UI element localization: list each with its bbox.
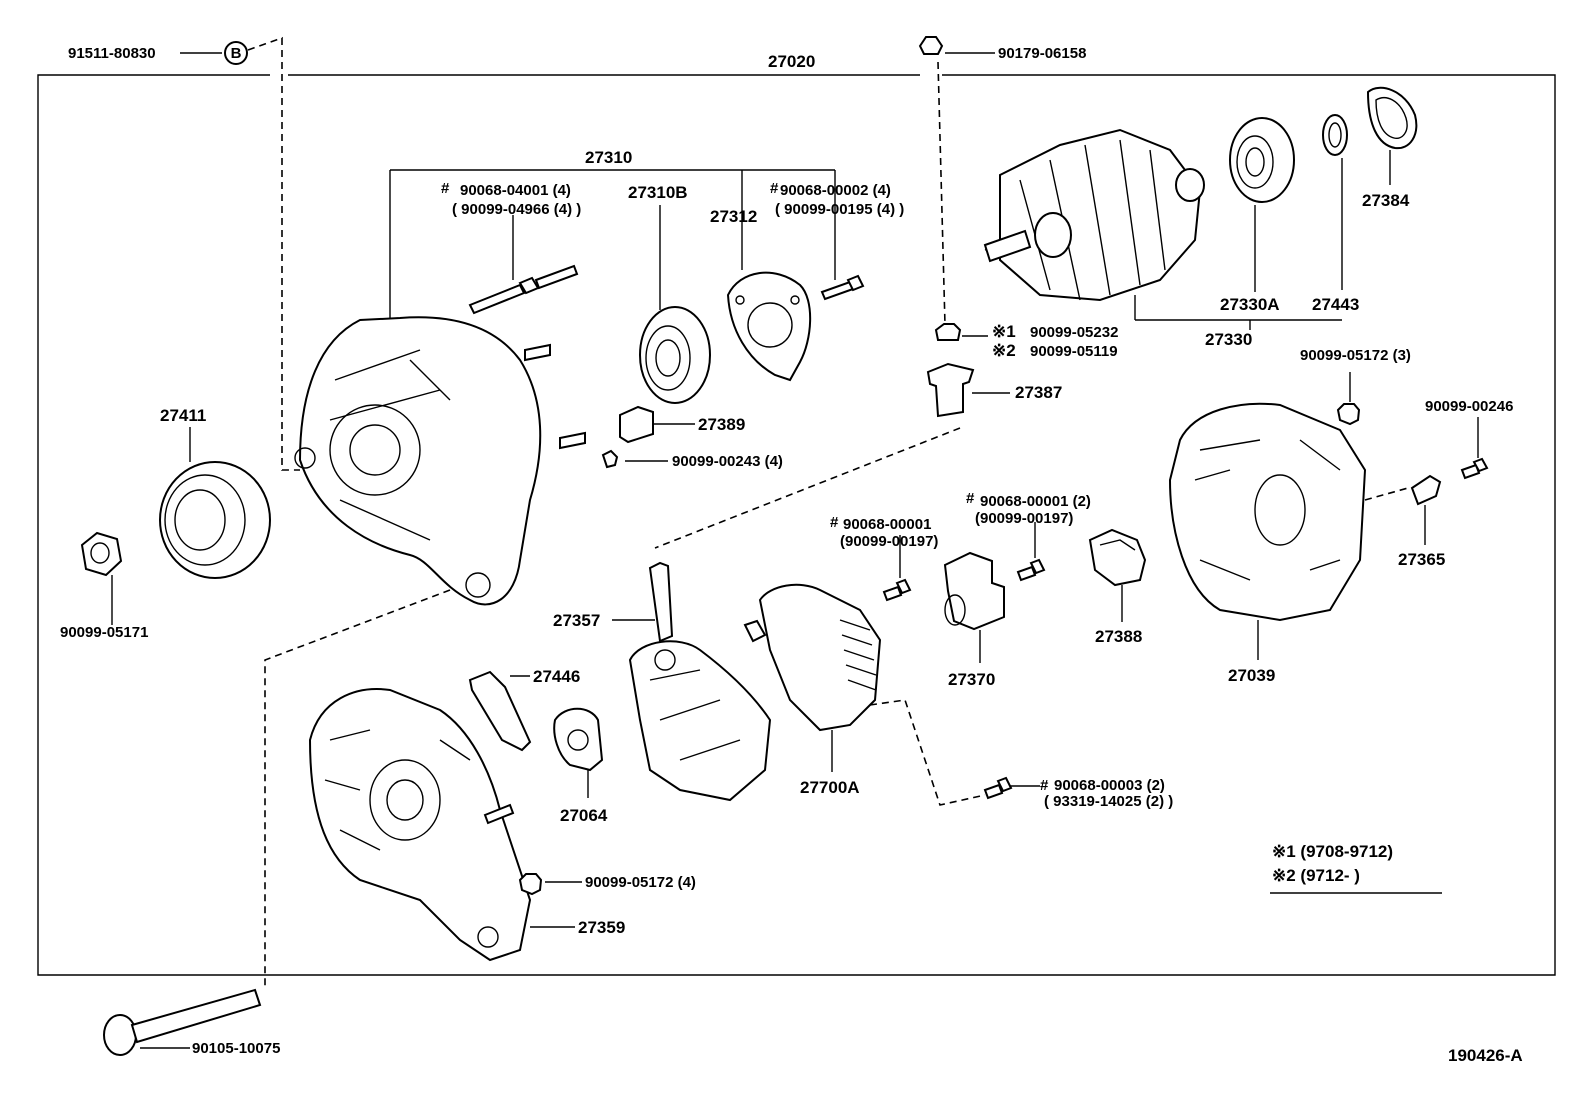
spacer-part-number: 27443 <box>1312 295 1359 314</box>
through-bolt-part-number: 90105-10075 <box>192 1040 280 1057</box>
retainer-screw <box>820 274 865 301</box>
screw-00243: 90099-00243 (4) <box>601 449 783 470</box>
brush-cover-27388: 27388 <box>1088 528 1147 646</box>
bearing-b-part-number: 27310B <box>628 183 688 202</box>
frame-assy-bracket: 27310 <box>389 148 836 325</box>
terminal-insulator-27387: 27387 <box>926 362 1062 418</box>
terminal-nut: ※1 90099-05232 ※2 90099-05119 <box>934 322 1118 360</box>
insulator-part-number: 27389 <box>698 415 745 434</box>
insulator-27389: 27389 <box>619 405 745 444</box>
stud-part-number: 90068-04001 (4) <box>460 182 571 199</box>
brush-holder-27370: 27370 <box>943 551 1005 689</box>
screw-00246-part-number: 90099-00246 <box>1425 398 1513 415</box>
nut-05172-4: 90099-05172 (4) <box>518 873 696 896</box>
screw-d-alt-part-number: (90099-00197) <box>975 510 1073 527</box>
regulator-27700a: 27700A <box>743 583 882 797</box>
pulley-nut-part-number: 90099-05171 <box>60 624 148 641</box>
nut-05119-part-number: 90099-05119 <box>1030 343 1118 360</box>
retainer-part-number: 27312 <box>710 207 757 226</box>
screw-hash-mark: # <box>770 180 779 197</box>
nut-05172-3: 90099-05172 (3) <box>1300 347 1411 426</box>
assembly-part-number: 27020 <box>768 52 815 71</box>
screw-c-hash-mark: # <box>830 514 839 531</box>
bolt-b-part-number: 91511-80830 <box>68 45 156 62</box>
diagram-id: 190426-A <box>1448 1046 1523 1065</box>
cover-plate-27384: 27384 <box>1362 86 1418 210</box>
screw-d-hash-mark: # <box>966 490 975 507</box>
seal-27446: 27446 <box>468 667 580 752</box>
nut-05172-4-part-number: 90099-05172 (4) <box>585 874 696 891</box>
frame-assy-part-number: 27310 <box>585 148 632 167</box>
top-nut-part-number: 90179-06158 <box>998 45 1086 62</box>
through-bolt-dashed-lines <box>247 36 1409 990</box>
brush-holder-part-number: 27370 <box>948 670 995 689</box>
drive-frame-27359: 27359 <box>308 688 625 962</box>
pulley-part-number: 27411 <box>160 406 206 425</box>
note-1: ※1 (9708-9712) <box>1272 842 1393 861</box>
rotor-bearing: 27330A <box>1220 117 1295 314</box>
rectifier-part-number: 27357 <box>553 611 600 630</box>
top-nut: 90179-06158 <box>918 36 1086 62</box>
rectifier-27357: 27357 <box>553 561 772 802</box>
screw-e-hash-mark: # <box>1040 777 1049 794</box>
screw-c-alt-part-number: (90099-00197) <box>840 533 938 550</box>
spacer-27443: 27443 <box>1312 114 1359 314</box>
retainer-screw-part-number: 90068-00002 (4) <box>780 182 891 199</box>
nut-mark-2: ※2 <box>992 341 1016 360</box>
rotor-assembly: 27330 <box>983 128 1342 349</box>
bolt-b-ref-label: B <box>231 45 242 62</box>
assembly-frame <box>37 74 1556 976</box>
stud-hash-mark: # <box>441 180 450 197</box>
screw-00243-part-number: 90099-00243 (4) <box>672 453 783 470</box>
bearing-27310b <box>639 306 711 404</box>
screw-d-part-number: 90068-00001 (2) <box>980 493 1091 510</box>
seal-plate-27064: 27064 <box>553 707 608 825</box>
nut-mark-1: ※1 <box>992 322 1016 341</box>
pulley-nut: 90099-05171 <box>60 531 148 641</box>
date-range-notes: ※1 (9708-9712) ※2 (9712- ) <box>1270 842 1442 894</box>
stud-bolt <box>468 264 579 315</box>
rear-end-cover: 27039 <box>1168 402 1367 685</box>
nut-05172-3-part-number: 90099-05172 (3) <box>1300 347 1411 364</box>
cover-plate-part-number: 27384 <box>1362 191 1410 210</box>
terminal-27365: 27365 <box>1398 474 1445 569</box>
drive-frame-part-number: 27359 <box>578 918 625 937</box>
screw-00246: 90099-00246 <box>1425 398 1513 480</box>
seal-part-number: 27446 <box>533 667 580 686</box>
screw-e: # 90068-00003 (2) ( 93319-14025 (2) ) <box>983 776 1173 810</box>
b-reference-circle <box>224 41 248 65</box>
screw-e-alt-part-number: ( 93319-14025 (2) ) <box>1044 793 1173 810</box>
rear-cover-part-number: 27039 <box>1228 666 1275 685</box>
seal-plate-part-number: 27064 <box>560 806 608 825</box>
terminal-insulator-part-number: 27387 <box>1015 383 1062 402</box>
retainer-screw-alt-part-number: ( 90099-00195 (4) ) <box>775 201 904 218</box>
screw-d: # 90068-00001 (2) (90099-00197) <box>966 490 1091 582</box>
brush-cover-part-number: 27388 <box>1095 627 1142 646</box>
pulley-27411: 27411 <box>159 406 271 579</box>
retainer-plate <box>726 271 812 382</box>
drive-end-frame <box>294 316 586 606</box>
rotor-assy-part-number: 27330 <box>1205 330 1252 349</box>
screw-c: # 90068-00001 (90099-00197) <box>830 514 938 602</box>
stud-alt-part-number: ( 90099-04966 (4) ) <box>452 201 581 218</box>
screw-c-part-number: 90068-00001 <box>843 516 931 533</box>
nut-05232-part-number: 90099-05232 <box>1030 324 1118 341</box>
regulator-part-number: 27700A <box>800 778 860 797</box>
terminal-part-number: 27365 <box>1398 550 1445 569</box>
note-2: ※2 (9712- ) <box>1272 866 1360 885</box>
through-bolt: 90105-10075 <box>103 988 280 1057</box>
rotor-bearing-part-number: 27330A <box>1220 295 1280 314</box>
bolt-b-callout: B 91511-80830 <box>68 41 248 65</box>
screw-e-part-number: 90068-00003 (2) <box>1054 777 1165 794</box>
